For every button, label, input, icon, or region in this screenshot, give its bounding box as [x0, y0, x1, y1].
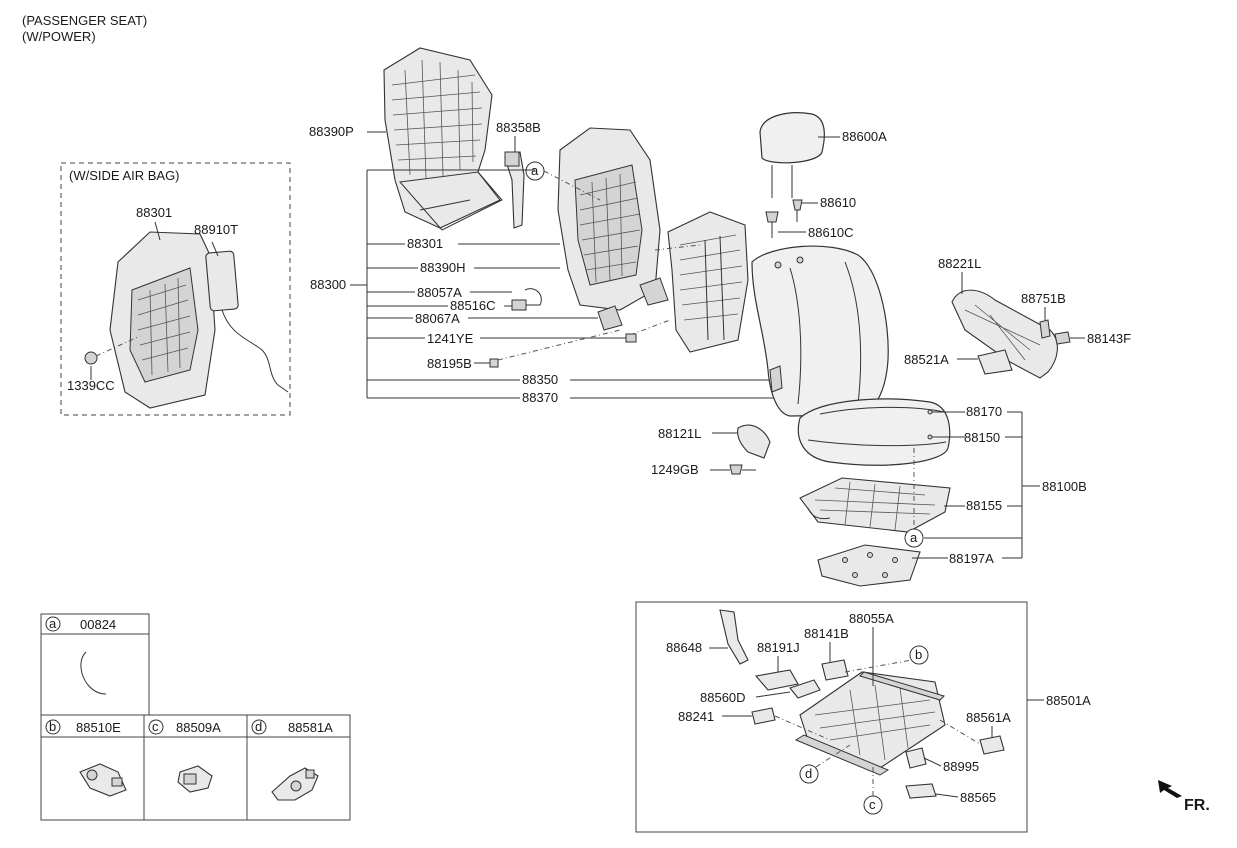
legend-part-b: 88510E	[76, 720, 121, 735]
callout-88370: 88370	[522, 390, 558, 405]
seatback-frame-airbag-drawing	[84, 221, 289, 409]
callout-88516C: 88516C	[450, 298, 496, 313]
legend-ref-c-label: c	[152, 719, 159, 734]
callout-88648: 88648	[666, 640, 702, 655]
seatback-back-panel-drawing	[383, 47, 503, 231]
callout-88390P: 88390P	[309, 124, 354, 139]
callout-88121L: 88121L	[658, 426, 701, 441]
callout-88100B: 88100B	[1042, 479, 1087, 494]
callout-1241YE: 1241YE	[427, 331, 474, 346]
callout-88565: 88565	[960, 790, 996, 805]
callout-88560D: 88560D	[700, 690, 746, 705]
callout-88350: 88350	[522, 372, 558, 387]
ref-circle-d-label: d	[805, 766, 812, 781]
back-cushion-spring-drawing	[667, 211, 749, 353]
callout-88195B: 88195B	[427, 356, 472, 371]
ref-circle-d	[799, 764, 819, 784]
callout-88170: 88170	[966, 404, 1002, 419]
callout-1249GB: 1249GB	[651, 462, 699, 477]
seatback-assembly-drawing	[751, 245, 889, 417]
legend-ref-a-label: a	[49, 616, 57, 631]
seatback-frame-drawing	[511, 127, 669, 331]
callout-88610C: 88610C	[808, 225, 854, 240]
side-cover-drawing	[951, 289, 1071, 379]
callout-88561A: 88561A	[966, 710, 1011, 725]
callout-88600A: 88600A	[842, 129, 887, 144]
front-direction-label: FR.	[1184, 797, 1210, 814]
ref-circle-b-label: b	[915, 647, 922, 662]
legend-ref-b-label: b	[49, 719, 56, 734]
legend-ref-c	[148, 719, 164, 735]
motor-d-drawing	[271, 767, 319, 801]
callout-88141B: 88141B	[804, 626, 849, 641]
ref-circle-a-lower-label: a	[910, 530, 918, 545]
header-line-2: (W/POWER)	[22, 29, 96, 44]
callout-88191J: 88191J	[757, 640, 800, 655]
callout-88055A: 88055A	[849, 611, 894, 626]
seat-cushion-drawing	[797, 398, 951, 466]
callout-88390H: 88390H	[420, 260, 466, 275]
callout-88221L: 88221L	[938, 256, 981, 271]
legend-part-d: 88581A	[288, 720, 333, 735]
track-assembly-box	[635, 601, 1028, 833]
callout-88610: 88610	[820, 195, 856, 210]
ref-circle-c-label: c	[869, 797, 876, 812]
callout-88358B: 88358B	[496, 120, 541, 135]
side-airbag-title: (W/SIDE AIR BAG)	[69, 168, 180, 183]
legend-ref-a	[45, 616, 61, 632]
cushion-callout-bracket	[924, 411, 1040, 559]
callout-88521A: 88521A	[904, 352, 949, 367]
callout-88301-airbag: 88301	[136, 205, 172, 220]
headrest-drawing	[759, 112, 825, 238]
callout-88241: 88241	[678, 709, 714, 724]
cushion-pan-drawing	[817, 544, 921, 587]
callout-88300: 88300	[310, 277, 346, 292]
callout-88995: 88995	[943, 759, 979, 774]
ref-circle-b	[909, 645, 929, 665]
ref-circle-a-lower	[904, 528, 924, 548]
side-airbag-section: (W/SIDE AIR BAG) 88301 88910T 1339CC	[60, 162, 291, 416]
callout-88751B: 88751B	[1021, 291, 1066, 306]
seatback-callout-bracket	[350, 169, 535, 398]
callout-88910T: 88910T	[194, 222, 238, 237]
callout-88143F: 88143F	[1087, 331, 1131, 346]
callout-88150: 88150	[964, 430, 1000, 445]
callout-88197A: 88197A	[949, 551, 994, 566]
legend-part-c: 88509A	[176, 720, 221, 735]
callout-1339CC: 1339CC	[67, 378, 115, 393]
callout-88155: 88155	[966, 498, 1002, 513]
legend-ref-d	[251, 719, 267, 735]
clip-wire-drawing	[80, 651, 107, 695]
cushion-mat-drawing	[799, 477, 951, 533]
callout-88067A: 88067A	[415, 311, 460, 326]
legend-ref-b	[45, 719, 61, 735]
header-line-1: (PASSENGER SEAT)	[22, 13, 147, 28]
callout-88501A: 88501A	[1046, 693, 1091, 708]
motor-b-drawing	[79, 763, 127, 797]
side-airbag-dashed-box	[60, 162, 291, 416]
motor-c-drawing	[177, 765, 213, 793]
callout-88301: 88301	[407, 236, 443, 251]
front-direction-indicator: FR.	[1158, 780, 1210, 814]
trim-strip-drawing	[504, 151, 525, 229]
seat-track-drawing	[719, 609, 1005, 799]
legend-ref-d-label: d	[255, 719, 262, 734]
side-shield-drawing	[729, 424, 771, 475]
legend-table	[40, 613, 351, 821]
callout-88057A: 88057A	[417, 285, 462, 300]
legend-part-a: 00824	[80, 617, 116, 632]
